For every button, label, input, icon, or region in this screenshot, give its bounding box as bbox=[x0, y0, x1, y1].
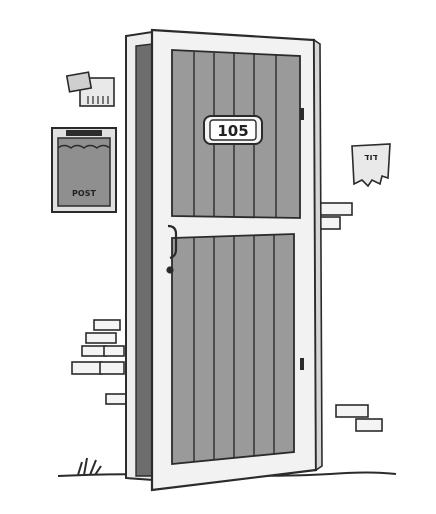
house-number: 105 bbox=[217, 122, 248, 140]
number-plaque: 105 bbox=[203, 115, 263, 145]
door-edge bbox=[313, 38, 323, 472]
bricks-right bbox=[313, 202, 383, 432]
door-lower-panel bbox=[171, 233, 295, 465]
door-opening-shadow bbox=[135, 43, 153, 477]
door-hinges bbox=[300, 108, 304, 370]
mailbox-label: POST bbox=[72, 189, 96, 198]
grass-tuft bbox=[77, 457, 102, 476]
torn-notice: דוד bbox=[351, 143, 391, 188]
notice-text: דוד bbox=[364, 153, 378, 163]
pinned-note bbox=[65, 71, 115, 107]
door-handle bbox=[166, 224, 178, 274]
mailbox: POST bbox=[51, 127, 117, 213]
bricks-left bbox=[71, 319, 127, 405]
